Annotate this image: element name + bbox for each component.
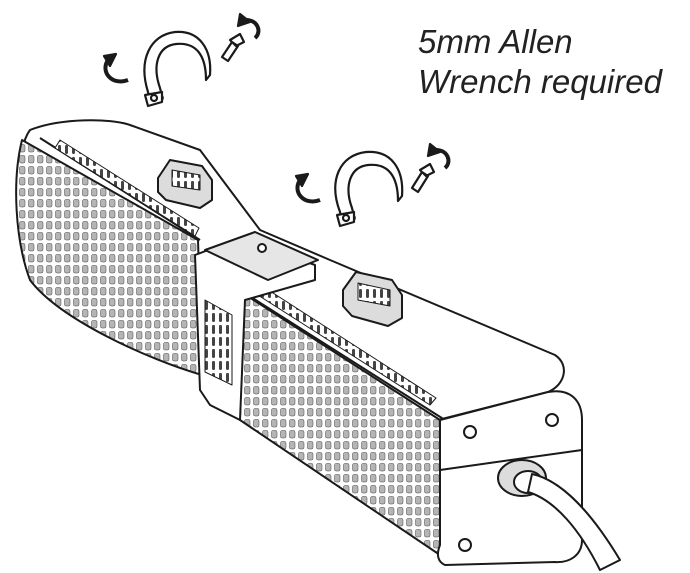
power-cable bbox=[527, 473, 621, 571]
top-slot-row-left bbox=[54, 139, 200, 237]
rotation-arrow-icon bbox=[103, 58, 129, 84]
note-line-2: Wrench required bbox=[418, 63, 662, 100]
bracket-mount-left-slot bbox=[171, 169, 201, 191]
rotation-arrowhead-bolt-right bbox=[426, 142, 442, 158]
top-ridge-right bbox=[239, 289, 446, 421]
rotation-arrowhead-bolt bbox=[236, 12, 252, 28]
left-clamp-assembly bbox=[102, 12, 261, 108]
band-vents bbox=[204, 299, 233, 386]
hex-bolt-icon bbox=[220, 32, 246, 63]
band-screw bbox=[257, 243, 267, 253]
soundbar-speaker-icon bbox=[15, 119, 621, 571]
center-band-top bbox=[204, 231, 319, 281]
bracket-mount-right-slot bbox=[357, 282, 391, 307]
tool-requirement-note: 5mm Allen Wrench required bbox=[418, 22, 686, 102]
end-cap-screw-tl bbox=[463, 425, 477, 439]
rotation-arrowhead-right bbox=[294, 172, 310, 188]
note-line-1: 5mm Allen bbox=[418, 23, 573, 60]
hex-bolt-icon-right bbox=[410, 162, 436, 194]
right-clamp-assembly bbox=[294, 142, 451, 228]
end-cap-screw-bl bbox=[458, 538, 472, 552]
left-grille bbox=[15, 139, 203, 376]
clamp-hole-right bbox=[341, 213, 351, 223]
clamp-hole bbox=[149, 93, 159, 103]
pipe-clamp-icon bbox=[143, 30, 212, 103]
rotation-arrow-icon-right bbox=[295, 178, 321, 204]
end-cap-screw-tr bbox=[545, 413, 559, 427]
pipe-clamp-icon-right bbox=[334, 150, 404, 223]
rotation-arrowhead bbox=[102, 52, 118, 68]
end-cap-divider bbox=[439, 449, 583, 471]
